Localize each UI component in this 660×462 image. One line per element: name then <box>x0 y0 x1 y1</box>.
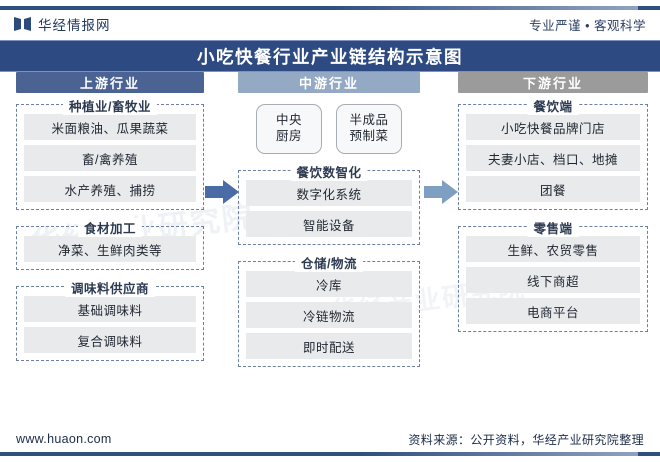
list-item[interactable]: 线下商超 <box>466 267 640 293</box>
column-upstream: 上游行业 种植业/畜牧业 米面粮油、瓜果蔬菜 畜/禽养殖 水产养殖、捕捞 食材加… <box>16 72 204 377</box>
title-bar: 小吃快餐行业产业链结构示意图 <box>0 40 660 72</box>
group-label: 餐饮数智化 <box>290 162 368 181</box>
brand-bar: 华经情报网 专业严谨 • 客观科学 <box>0 10 660 38</box>
list-item[interactable]: 基础调味料 <box>24 296 196 322</box>
list-item[interactable]: 米面粮油、瓜果蔬菜 <box>24 114 196 140</box>
pill-line-1: 半成品 <box>349 113 389 128</box>
group-label: 仓储/物流 <box>295 253 363 272</box>
brand-left-group: 华经情报网 <box>14 14 111 34</box>
brand-name: 华经情报网 <box>38 18 111 33</box>
group-warehousing-logistics: 仓储/物流 冷库 冷链物流 即时配送 <box>238 253 420 367</box>
group-planting-livestock: 种植业/畜牧业 米面粮油、瓜果蔬菜 畜/禽养殖 水产养殖、捕捞 <box>16 96 204 210</box>
list-item[interactable]: 夫妻小店、档口、地摊 <box>466 145 640 171</box>
pill-line-2: 厨房 <box>275 129 302 143</box>
group-seasoning-supplier: 调味料供应商 基础调味料 复合调味料 <box>16 278 204 361</box>
pill-line-1: 中央 <box>275 113 302 128</box>
bottom-accent-rule <box>0 452 660 456</box>
group-label: 零售端 <box>527 218 579 237</box>
group-ingredient-processing: 食材加工 净菜、生鲜肉类等 <box>16 218 204 270</box>
page-title: 小吃快餐行业产业链结构示意图 <box>197 46 463 67</box>
list-item[interactable]: 电商平台 <box>466 298 640 324</box>
top-accent-rule <box>0 6 660 10</box>
list-item[interactable]: 冷库 <box>246 271 412 297</box>
group-catering-end: 餐饮端 小吃快餐品牌门店 夫妻小店、档口、地摊 团餐 <box>458 96 648 210</box>
midstream-pill-row: 中央 厨房 半成品 预制菜 <box>238 104 420 154</box>
list-item[interactable]: 净菜、生鲜肉类等 <box>24 236 196 262</box>
footer-source-note: 资料来源：公开资料，华经产业研究院整理 <box>408 432 644 447</box>
column-downstream: 下游行业 餐饮端 小吃快餐品牌门店 夫妻小店、档口、地摊 团餐 零售端 生鲜、农… <box>458 72 648 348</box>
group-retail-end: 零售端 生鲜、农贸零售 线下商超 电商平台 <box>458 218 648 332</box>
arrow-upstream-to-midstream-icon <box>205 180 239 204</box>
column-midstream: 中游行业 中央 厨房 半成品 预制菜 餐饮数智化 数字化系统 智能设备 仓储/物… <box>238 72 420 383</box>
pill-prepared-dishes[interactable]: 半成品 预制菜 <box>336 104 402 154</box>
list-item[interactable]: 生鲜、农贸零售 <box>466 236 640 262</box>
column-header-upstream: 上游行业 <box>16 72 204 93</box>
list-item[interactable]: 畜/禽养殖 <box>24 145 196 171</box>
column-header-midstream: 中游行业 <box>238 72 420 93</box>
pill-central-kitchen[interactable]: 中央 厨房 <box>256 104 322 154</box>
group-label: 餐饮端 <box>527 96 579 115</box>
footer-website-url[interactable]: www.huaon.com <box>16 432 112 446</box>
list-item[interactable]: 小吃快餐品牌门店 <box>466 114 640 140</box>
column-header-downstream: 下游行业 <box>458 72 648 93</box>
group-label: 食材加工 <box>77 218 143 237</box>
group-label: 调味料供应商 <box>64 278 156 297</box>
footer-bar: www.huaon.com 资料来源：公开资料，华经产业研究院整理 <box>0 424 660 454</box>
list-item[interactable]: 复合调味料 <box>24 327 196 353</box>
group-label: 种植业/畜牧业 <box>63 96 157 115</box>
list-item[interactable]: 冷链物流 <box>246 302 412 328</box>
list-item[interactable]: 智能设备 <box>246 211 412 237</box>
group-catering-digitalization: 餐饮数智化 数字化系统 智能设备 <box>238 162 420 245</box>
huaon-butterfly-logo-icon <box>14 17 31 31</box>
list-item[interactable]: 数字化系统 <box>246 180 412 206</box>
list-item[interactable]: 水产养殖、捕捞 <box>24 176 196 202</box>
list-item[interactable]: 即时配送 <box>246 333 412 359</box>
diagram-canvas: 上游行业 种植业/畜牧业 米面粮油、瓜果蔬菜 畜/禽养殖 水产养殖、捕捞 食材加… <box>0 72 660 417</box>
arrow-midstream-to-downstream-icon <box>424 180 458 204</box>
brand-tagline: 专业严谨 • 客观科学 <box>529 18 646 33</box>
list-item[interactable]: 团餐 <box>466 176 640 202</box>
pill-line-2: 预制菜 <box>349 129 389 143</box>
